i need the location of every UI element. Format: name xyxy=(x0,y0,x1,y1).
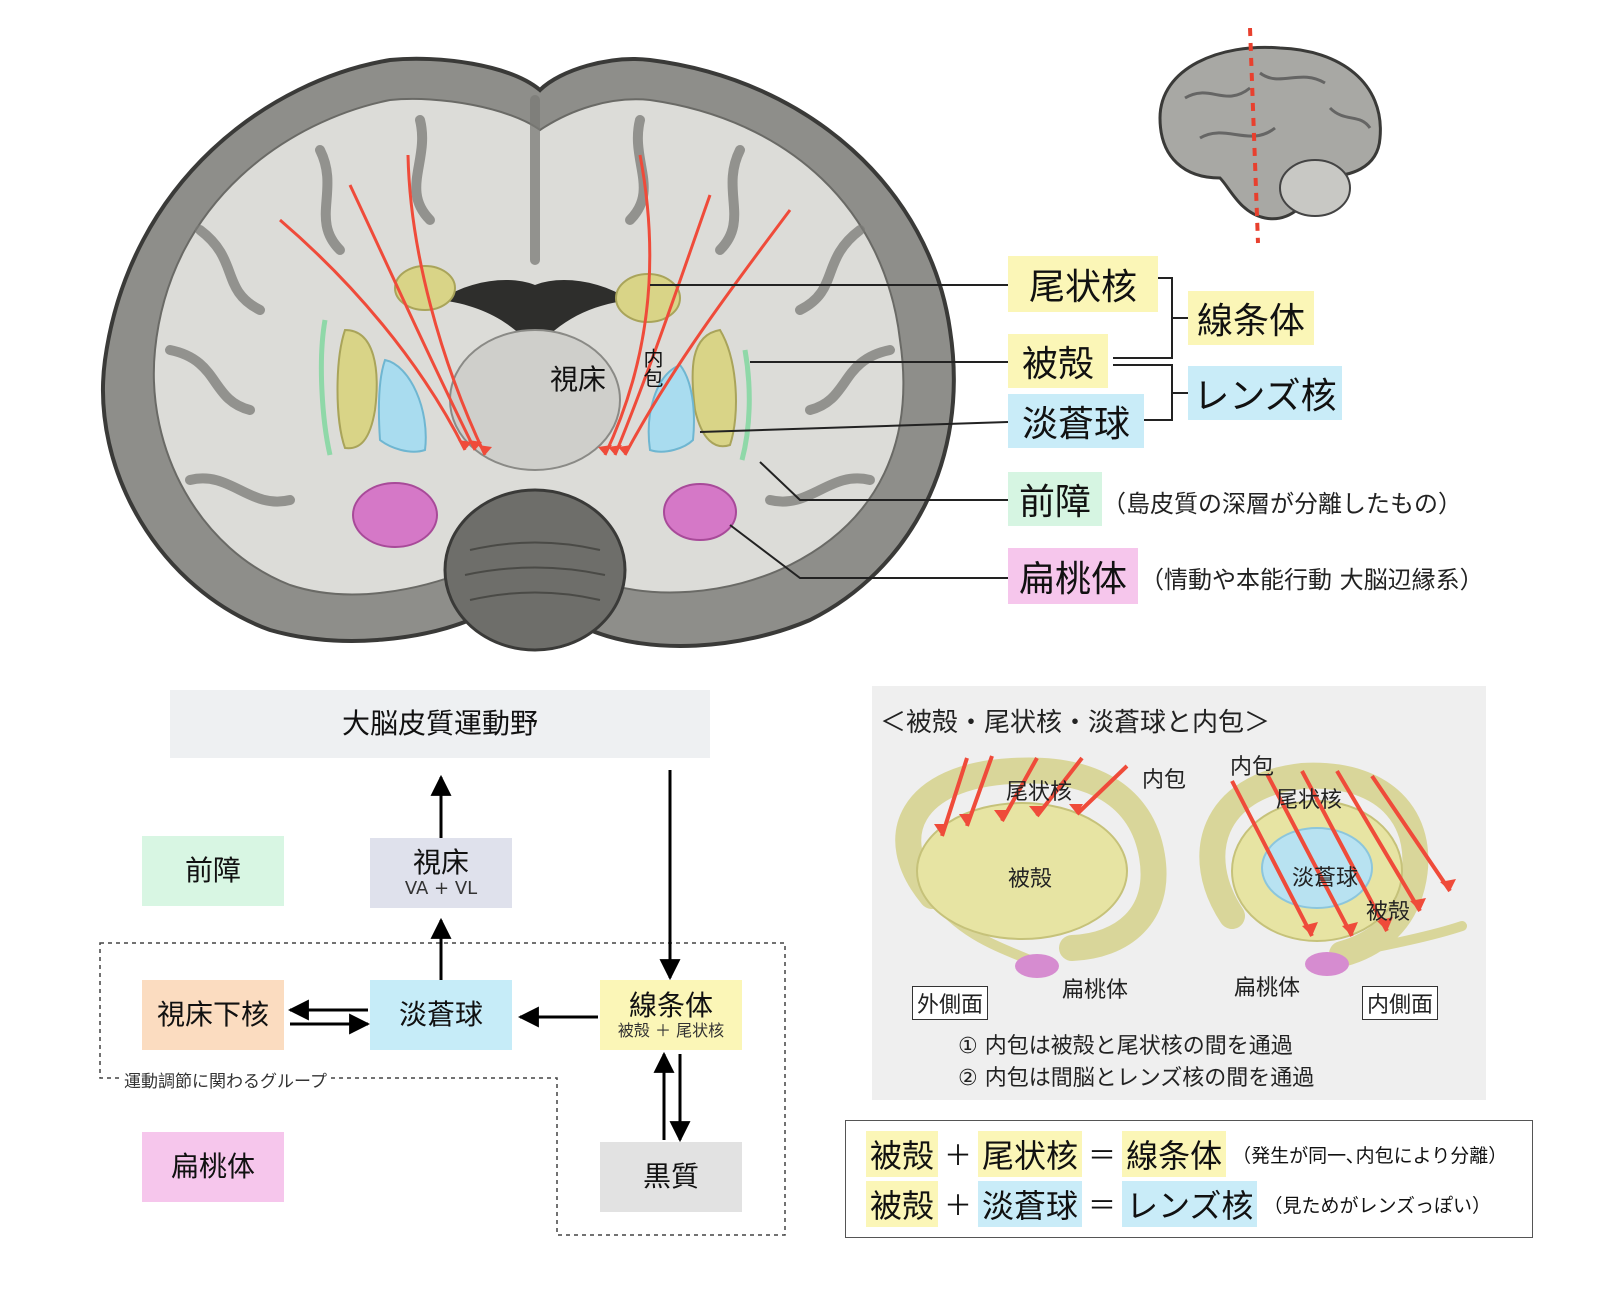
right-caudate: 尾状核 xyxy=(1276,788,1343,813)
group-lentiform: レンズ核 xyxy=(1188,366,1342,420)
legend-amygdala: 扁桃体 xyxy=(1008,548,1138,604)
formula1-putamen: 被殻 xyxy=(866,1131,939,1177)
flow-thalamus-label: 視床 xyxy=(412,845,469,879)
formula2-putamen: 被殻 xyxy=(866,1181,939,1227)
group-striatum: 線条体 xyxy=(1188,291,1314,345)
flow-striatum-sub: 被殻 ＋ 尾状核 xyxy=(617,1020,725,1040)
formula-row-1: 被殻 ＋ 尾状核 ＝ 線条体 （発生が同一､内包により分離） xyxy=(866,1131,1507,1177)
brain-section-svg xyxy=(101,56,956,652)
right-amygdala: 扁桃体 xyxy=(1234,976,1301,1001)
basal-ganglia-panel: ＜被殻・尾状核・淡蒼球と内包＞ 尾状核 内包 被殻 扁桃体 外側面 内包 尾状核… xyxy=(872,686,1486,1100)
flow-globus-label: 淡蒼球 xyxy=(398,997,483,1031)
panel-title: ＜被殻・尾状核・淡蒼球と内包＞ xyxy=(880,708,1271,738)
note-amygdala: （情動や本能行動 大脳辺縁系） xyxy=(1140,566,1484,594)
legend-globus-pallidus: 淡蒼球 xyxy=(1008,394,1144,448)
flow-group-label: 運動調節に関わるグループ xyxy=(120,1067,331,1092)
brain-section-figure: 視床 内包 xyxy=(90,30,970,670)
flow-claustrum-label: 前障 xyxy=(184,853,241,887)
flow-box-subthalamic: 視床下核 xyxy=(142,980,284,1050)
formula1-eq: ＝ xyxy=(1088,1139,1117,1172)
flow-striatum-label: 線条体 xyxy=(628,988,713,1022)
legend-putamen: 被殻 xyxy=(1008,334,1108,388)
sagittal-brain-svg xyxy=(1158,27,1382,244)
flow-nigra-label: 黒質 xyxy=(642,1159,699,1193)
flow-box-globus: 淡蒼球 xyxy=(370,980,512,1050)
flow-arrows xyxy=(99,770,786,1236)
flow-cortex-label: 大脳皮質運動野 xyxy=(341,706,538,740)
flow-box-claustrum: 前障 xyxy=(142,836,284,906)
section-label-thalamus: 視床 xyxy=(550,363,607,396)
formula-box: 被殻 ＋ 尾状核 ＝ 線条体 （発生が同一､内包により分離） 被殻 ＋ 淡蒼球 … xyxy=(845,1120,1533,1238)
flow-subthalamic-label: 視床下核 xyxy=(156,997,269,1031)
right-internal-capsule: 内包 xyxy=(1230,755,1275,780)
left-internal-capsule: 内包 xyxy=(1142,768,1187,793)
note-claustrum: （島皮質の深層が分離したもの） xyxy=(1102,490,1462,518)
formula2-note: （見ためがレンズっぽい） xyxy=(1263,1194,1492,1217)
formula1-note: （発生が同一､内包により分離） xyxy=(1232,1144,1508,1167)
formula2-lentiform: レンズ核 xyxy=(1122,1181,1258,1227)
left-amygdala: 扁桃体 xyxy=(1062,978,1129,1003)
right-putamen: 被殻 xyxy=(1366,900,1411,925)
formula2-eq: ＝ xyxy=(1088,1189,1117,1222)
panel-point-1: ① 内包は被殻と尾状核の間を通過 xyxy=(958,1034,1293,1059)
basal-ganglia-svg xyxy=(895,755,1467,978)
right-view-label: 内側面 xyxy=(1362,986,1439,1020)
flow-box-substantia-nigra: 黒質 xyxy=(600,1142,742,1212)
left-view-label: 外側面 xyxy=(912,986,989,1020)
formula1-plus: ＋ xyxy=(944,1139,973,1172)
sagittal-brain-figure xyxy=(1140,27,1400,248)
legend-caudate: 尾状核 xyxy=(1008,256,1158,312)
left-caudate: 尾状核 xyxy=(1006,780,1073,805)
legend-connector-lines xyxy=(650,277,1188,579)
flow-box-striatum: 線条体 被殻 ＋ 尾状核 xyxy=(600,980,742,1050)
flow-box-amygdala: 扁桃体 xyxy=(142,1132,284,1202)
right-globus: 淡蒼球 xyxy=(1292,866,1359,891)
flow-box-thalamus: 視床 VA + VL xyxy=(370,838,512,908)
flow-thalamus-sub: VA + VL xyxy=(404,877,478,899)
left-putamen: 被殻 xyxy=(1008,867,1053,892)
flow-box-cortex: 大脳皮質運動野 xyxy=(170,690,710,758)
panel-point-2: ② 内包は間脳とレンズ核の間を通過 xyxy=(958,1066,1315,1091)
formula1-striatum: 線条体 xyxy=(1122,1131,1227,1177)
legend-claustrum: 前障 xyxy=(1008,472,1102,526)
formula1-caudate: 尾状核 xyxy=(978,1131,1083,1177)
formula2-plus: ＋ xyxy=(944,1189,973,1222)
formula-row-2: 被殻 ＋ 淡蒼球 ＝ レンズ核 （見ためがレンズっぽい） xyxy=(866,1181,1491,1227)
flow-amygdala-label: 扁桃体 xyxy=(170,1149,255,1183)
formula2-globus: 淡蒼球 xyxy=(978,1181,1083,1227)
section-label-internal-capsule: 内包 xyxy=(640,348,664,388)
